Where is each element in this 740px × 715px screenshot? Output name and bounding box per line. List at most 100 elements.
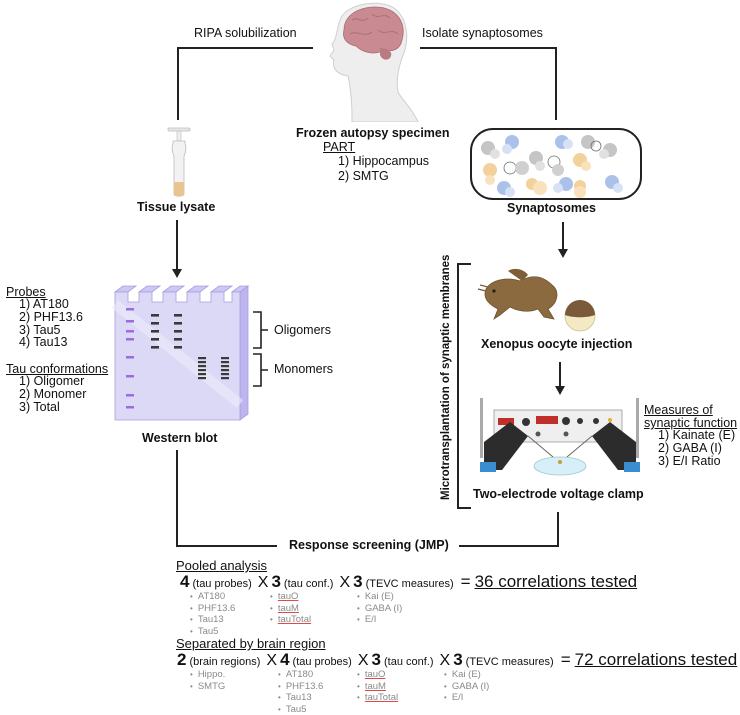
pooled-term-label: (tau probes) xyxy=(192,578,252,590)
separated-term-label: (brain regions) xyxy=(189,656,261,668)
separated-term-num: 3 xyxy=(371,650,381,669)
separated-regions-bullets: Hippo. SMTG xyxy=(190,669,225,692)
xenopus-frog-icon xyxy=(478,268,558,321)
bullet-item: tauO xyxy=(277,591,299,602)
pooled-tevc-bullets: Kai (E) GABA (I) E/I xyxy=(357,591,402,626)
head-brain-icon xyxy=(329,2,419,122)
probe-item: 4) Tau13 xyxy=(19,335,68,350)
separated-conf-bullets: tauO tauM tauTotal xyxy=(357,669,398,704)
separated-result: 72 correlations tested xyxy=(574,650,738,669)
pooled-term-num: 4 xyxy=(180,572,190,591)
connector-blot-down xyxy=(176,450,178,546)
measure-item: 2) GABA (I) xyxy=(658,441,722,455)
bullet-item: tauM xyxy=(364,680,386,692)
bullet-item: SMTG xyxy=(190,681,225,693)
arrow-lysate-to-blot-shaft xyxy=(176,220,178,270)
pooled-formula: 4 (tau probes) X 3 (tau conf.) X 3 (TEVC… xyxy=(180,572,637,592)
pooled-term-num: 3 xyxy=(353,572,363,591)
oligomers-label: Oligomers xyxy=(274,323,331,337)
bullet-item: tauTotal xyxy=(277,614,312,626)
test-tube-icon xyxy=(167,127,191,197)
probe-item: 1) AT180 xyxy=(19,297,69,311)
separated-term-label: (tau probes) xyxy=(292,656,352,668)
arrow-down-icon xyxy=(558,249,568,258)
bullet-item: E/I xyxy=(444,692,489,704)
specimen-part: 2) SMTG xyxy=(338,168,389,183)
separated-term-num: 2 xyxy=(177,650,187,669)
times-sign: X xyxy=(439,652,451,669)
tevc-rig-icon xyxy=(480,398,640,476)
bullet-item: Kai (E) xyxy=(444,669,489,681)
pooled-term-label: (TEVC measures) xyxy=(365,578,454,590)
probe-item: 3) Tau5 xyxy=(19,322,61,337)
rip-solubilization-label: RIPA solubilization xyxy=(194,26,297,40)
separated-formula: 2 (brain regions) X 4 (tau probes) X 3 (… xyxy=(177,650,737,670)
bullet-item: tauO xyxy=(364,669,386,680)
connector-left-top xyxy=(177,47,313,49)
measures-heading-line1: Measures of xyxy=(644,403,713,417)
bullet-item: Tau13 xyxy=(278,692,323,704)
separated-heading: Separated by brain region xyxy=(176,636,326,651)
tau-conformations-list: 1) Oligomer 2) Monomer 3) Total xyxy=(19,375,86,413)
specimen-title: Frozen autopsy specimen xyxy=(296,126,450,140)
bullet-item: AT180 xyxy=(278,669,323,681)
bullet-item: E/I xyxy=(357,614,402,626)
oligomers-bracket-icon xyxy=(253,311,268,349)
connector-bottom-left xyxy=(176,545,277,547)
monomers-bracket-icon xyxy=(253,353,268,387)
microtransplantation-bracket-side xyxy=(457,263,459,509)
separated-term-label: (tau conf.) xyxy=(383,656,434,668)
times-sign: X xyxy=(257,574,269,591)
synaptosomes-label: Synaptosomes xyxy=(507,201,596,215)
synaptosomes-icon xyxy=(470,128,642,200)
probe-item: 2) PHF13.6 xyxy=(19,309,83,324)
bullet-item: Hippo. xyxy=(190,669,225,681)
bullet-item: AT180 xyxy=(190,591,235,603)
microtransplantation-bracket-top xyxy=(457,263,471,265)
tau-conformation-item: 3) Total xyxy=(19,399,60,414)
times-sign: X xyxy=(339,574,351,591)
pooled-probes-bullets: AT180 PHF13.6 Tau13 Tau5 xyxy=(190,591,236,638)
bullet-item: GABA (I) xyxy=(357,603,402,615)
response-screening-label: Response screening (JMP) xyxy=(289,538,449,552)
arrow-oocyte-to-tevc-shaft xyxy=(559,362,561,388)
pooled-term-num: 3 xyxy=(271,572,281,591)
arrow-down-icon xyxy=(172,269,182,278)
microtransplantation-bracket-bottom xyxy=(457,507,471,509)
bullet-item: Tau5 xyxy=(190,626,235,638)
bullet-item: Kai (E) xyxy=(357,591,402,603)
pooled-result: 36 correlations tested xyxy=(474,572,638,591)
probes-heading: Probes xyxy=(6,285,46,299)
bullet-item: tauM xyxy=(277,602,299,614)
connector-bottom-right xyxy=(459,545,559,547)
tissue-lysate-label: Tissue lysate xyxy=(137,200,216,214)
monomers-label: Monomers xyxy=(274,362,334,376)
separated-term-num: 4 xyxy=(280,650,290,669)
probes-list: 1) AT180 2) PHF13.6 3) Tau5 4) Tau13 xyxy=(19,298,83,349)
equals-sign: = xyxy=(560,650,571,669)
pooled-conf-bullets: tauO tauM tauTotal xyxy=(270,591,311,626)
separated-term-label: (TEVC measures) xyxy=(465,656,554,668)
connector-left-down xyxy=(177,47,179,120)
times-sign: X xyxy=(266,652,278,669)
measures-list: 1) Kainate (E) 2) GABA (I) 3) E/I Ratio xyxy=(658,429,735,468)
western-blot-gel-icon xyxy=(112,285,250,421)
oligomer-bands xyxy=(151,314,182,349)
times-sign: X xyxy=(357,652,369,669)
connector-tevc-down xyxy=(557,512,559,547)
arrow-down-icon xyxy=(555,386,565,395)
monomer-bands xyxy=(198,357,229,380)
specimen-parts-list: 1) Hippocampus 2) SMTG xyxy=(338,154,429,183)
tau-conformation-item: 2) Monomer xyxy=(19,386,87,401)
tau-conformations-heading: Tau conformations xyxy=(6,362,109,376)
xenopus-label: Xenopus oocyte injection xyxy=(481,337,633,351)
connector-right-top xyxy=(420,47,557,49)
tau-conformation-item: 1) Oligomer xyxy=(19,374,85,388)
bullet-item: Tau13 xyxy=(190,614,235,626)
bullet-item: tauTotal xyxy=(364,692,399,704)
microtransplantation-label: Microtransplantation of synaptic membran… xyxy=(440,254,452,500)
separated-tevc-bullets: Kai (E) GABA (I) E/I xyxy=(444,669,489,704)
pooled-term-label: (tau conf.) xyxy=(283,578,334,590)
bullet-item: GABA (I) xyxy=(444,681,489,693)
connector-right-down xyxy=(555,47,557,120)
